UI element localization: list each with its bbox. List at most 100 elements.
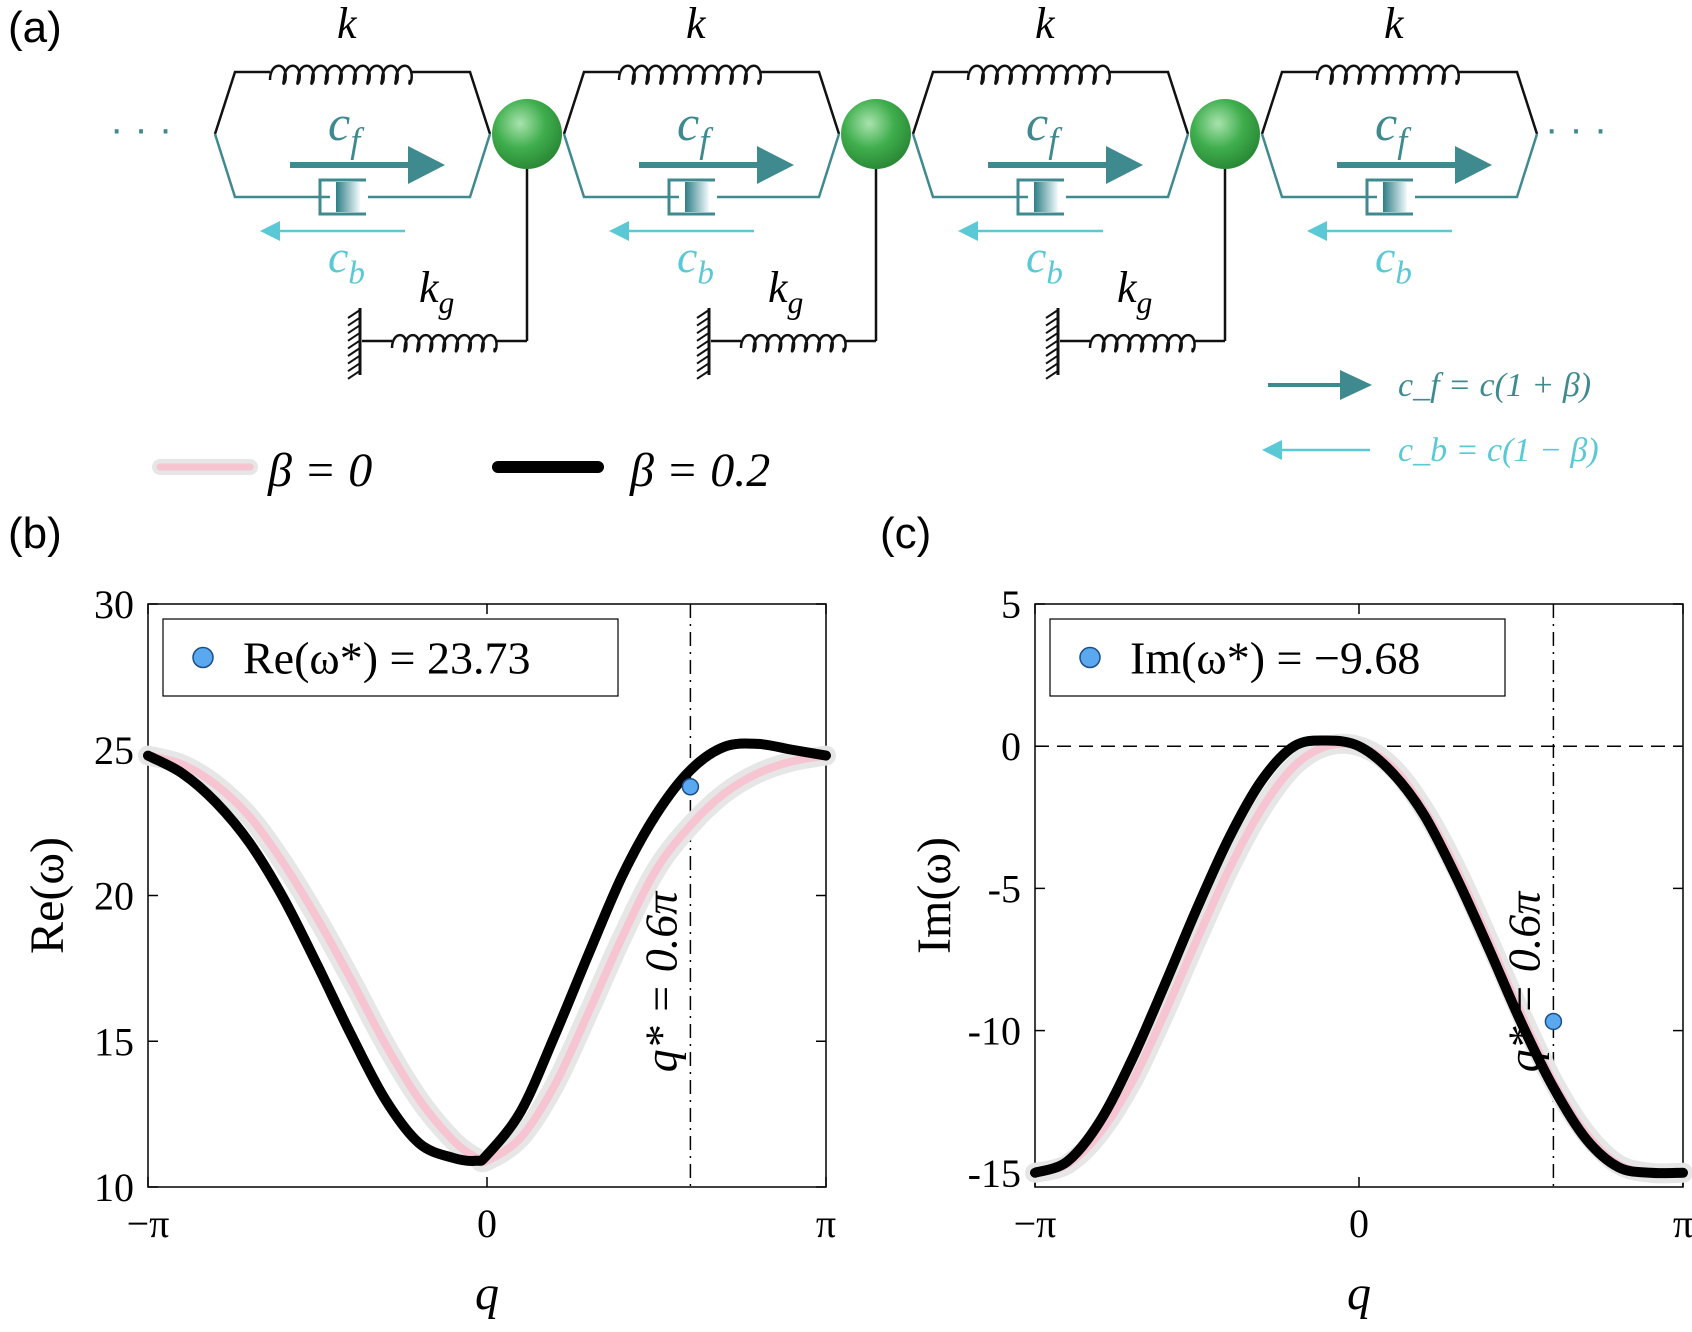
ground-hatch	[1045, 339, 1059, 350]
mass-ball	[841, 99, 911, 169]
x-tick-label: 0	[1349, 1201, 1369, 1246]
ellipsis-left: · · ·	[110, 107, 172, 151]
ground-hatch	[696, 362, 710, 373]
ground-hatch	[696, 309, 710, 319]
damper-frame	[562, 133, 679, 199]
forward-arrowhead	[757, 146, 794, 184]
spring-label: k	[1384, 0, 1405, 48]
ground-spring-coil	[390, 333, 498, 353]
spring-coil	[966, 64, 1111, 85]
ground-spring-coil	[739, 333, 847, 353]
backward-arrowhead	[260, 221, 280, 241]
y-tick-label: 25	[94, 728, 134, 773]
backward-arrowhead	[1307, 221, 1327, 241]
damper-piston	[1034, 182, 1058, 212]
ground-hatch	[1045, 331, 1059, 342]
y-tick-label: -10	[968, 1009, 1021, 1054]
ground-hatch	[1045, 362, 1059, 373]
legend-label-beta02: β = 0.2	[629, 444, 770, 497]
panel-label-a: (a)	[8, 3, 62, 52]
ground-hatch	[347, 339, 361, 350]
key-forward-text: c_f = c(1 + β)	[1398, 367, 1591, 404]
ground-hatch	[696, 316, 710, 327]
backward-arrowhead	[609, 221, 629, 241]
x-tick-label: −π	[1014, 1201, 1057, 1246]
ground-spring-label: kg	[419, 263, 454, 320]
spring-frame	[1108, 70, 1190, 135]
damper-piston	[336, 182, 360, 212]
y-tick-label: -15	[968, 1151, 1021, 1196]
damper-cylinder	[1016, 178, 1064, 216]
ground-hatch	[696, 354, 710, 365]
mass-ball	[492, 99, 562, 169]
y-tick-label: 0	[1001, 724, 1021, 769]
damper-piston	[1383, 182, 1407, 212]
ground-hatch	[696, 369, 710, 380]
ground-hatch	[696, 347, 710, 357]
spring-frame	[410, 70, 492, 135]
spring-frame	[562, 70, 619, 135]
ground-hatch	[1045, 324, 1059, 335]
backward-arrowhead	[958, 221, 978, 241]
damper-cylinder	[1365, 178, 1413, 216]
damper-frame	[368, 133, 492, 199]
spring-frame	[759, 70, 841, 135]
backward-damping-label: cb	[1026, 231, 1063, 292]
spring-label: k	[686, 0, 707, 48]
damper-frame	[1260, 133, 1377, 199]
ground-hatch	[347, 309, 361, 319]
backward-damping-label: cb	[1375, 231, 1412, 292]
marker-legend-text: Im(ω*) = −9.68	[1130, 633, 1420, 684]
y-tick-label: -5	[988, 866, 1021, 911]
backward-damping-label: cb	[328, 231, 365, 292]
ground-spring-coil	[1088, 333, 1196, 353]
spring-label: k	[337, 0, 358, 48]
forward-arrowhead	[1106, 146, 1143, 184]
mass-ball	[1190, 99, 1260, 169]
marker-legend-text: Re(ω*) = 23.73	[243, 633, 530, 684]
ground-spring-label: kg	[768, 263, 803, 320]
damper-frame	[213, 133, 330, 199]
forward-damping-label: cf	[677, 95, 714, 161]
y-tick-label: 15	[94, 1019, 134, 1064]
q-star-label: q* = 0.6π	[635, 890, 686, 1073]
y-tick-label: 5	[1001, 582, 1021, 627]
series-beta02-line	[143, 738, 831, 1166]
damper-frame	[1066, 133, 1190, 199]
ground-hatch	[1045, 309, 1059, 319]
unit-cell: cf cb k	[213, 0, 492, 292]
x-tick-label: 0	[477, 1201, 497, 1246]
spring-frame	[213, 70, 270, 135]
x-axis-label: q	[475, 1267, 499, 1320]
damper-piston	[685, 182, 709, 212]
unit-cell: cf cb k	[911, 0, 1190, 292]
spring-coil	[1315, 64, 1460, 85]
marker-point	[681, 778, 700, 796]
marker-legend-dot	[1079, 646, 1101, 669]
ground-hatch	[696, 331, 710, 342]
plot-area	[1034, 603, 1684, 1188]
key-backward-text: c_b = c(1 − β)	[1398, 432, 1599, 469]
forward-damping-label: cf	[328, 95, 365, 161]
legend-label-beta0: β = 0	[267, 444, 372, 497]
ground-hatch	[1045, 316, 1059, 327]
ground-hatch	[1045, 369, 1059, 380]
ground-hatch	[347, 354, 361, 365]
spring-label: k	[1035, 0, 1056, 48]
q-star-label: q* = 0.6π	[1498, 890, 1549, 1073]
damper-frame	[1415, 133, 1539, 199]
forward-damping-label: cf	[1026, 95, 1063, 161]
mass-node: kg	[696, 99, 911, 380]
damper-cylinder	[667, 178, 715, 216]
damper-cylinder	[318, 178, 366, 216]
y-tick-label: 30	[94, 582, 134, 627]
mass-node: kg	[1045, 99, 1260, 380]
ground-hatch	[696, 324, 710, 335]
mass-node: kg	[347, 99, 562, 380]
ground-hatch	[347, 369, 361, 380]
forward-arrowhead	[408, 146, 445, 184]
ground-hatch	[347, 362, 361, 373]
spring-coil	[617, 64, 762, 85]
